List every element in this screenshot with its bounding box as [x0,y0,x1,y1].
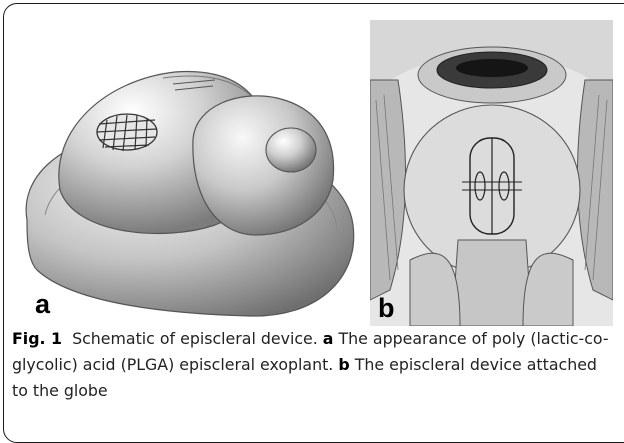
globe-drawing [370,20,613,326]
caption-part-b-label: b [338,355,349,374]
exoplant-drawing [15,20,367,324]
panel-b-globe-illustration: b [370,20,613,326]
caption-part-a-label: a [323,329,334,348]
caption-title: Schematic of episcleral device. [72,329,318,348]
panel-a-exoplant-illustration: a [15,20,367,324]
caption-fig-label: Fig. 1 [12,329,62,348]
panel-b-label: b [378,293,395,324]
panel-a-label: a [35,289,50,320]
suture-grid-icon [97,114,157,151]
figure-caption: Fig. 1 Schematic of episcleral device. a… [12,326,616,404]
